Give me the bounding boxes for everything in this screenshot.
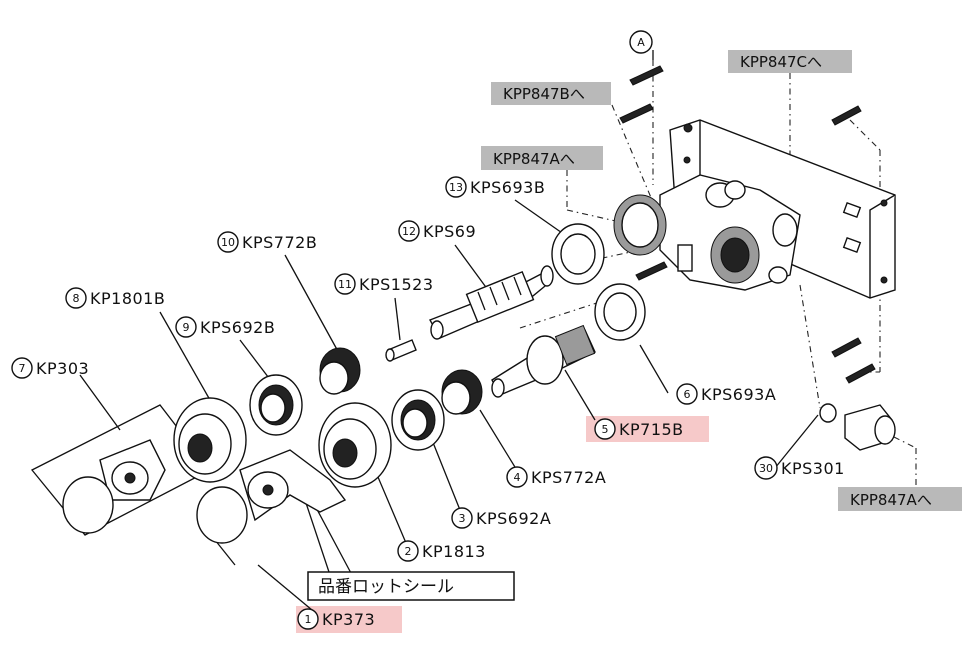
seal-label: 品番ロットシール (318, 577, 454, 597)
handle-kp303 (62, 439, 166, 534)
cartridge-kps69 (428, 265, 554, 340)
handle-kp373 (196, 449, 347, 544)
nut-kps692b (249, 374, 303, 436)
adapter-kps772a (441, 369, 483, 415)
ref-kpp847b: KPP847Bへ (503, 85, 585, 103)
num-30: 30 (759, 462, 773, 475)
label-kps301: KPS301 (781, 459, 845, 478)
nut-kps693b (551, 223, 605, 285)
label-kps693a: KPS693A (701, 385, 776, 404)
nut-kps692a (391, 389, 445, 451)
num-8: 8 (73, 292, 80, 305)
num-2: 2 (405, 545, 412, 558)
pin-kps1523 (385, 339, 417, 362)
label-kp715b: KP715B (619, 420, 684, 439)
label-kps772b: KPS772B (242, 233, 317, 252)
label-kp373: KP373 (322, 610, 375, 629)
label-kp1801b: KP1801B (90, 289, 165, 308)
num-6: 6 (684, 388, 691, 401)
label-kps692b: KPS692B (200, 318, 275, 337)
label-kp303: KP303 (36, 359, 89, 378)
num-7: 7 (19, 362, 26, 375)
escutcheon-kp1813 (318, 402, 392, 488)
ref-box-kpp847c (728, 50, 852, 73)
num-11: 11 (338, 278, 352, 291)
label-kps772a: KPS772A (531, 468, 606, 487)
valve-body (613, 174, 801, 291)
num-9: 9 (183, 321, 190, 334)
ref-kpp847a-bottom: KPP847Aへ (850, 491, 932, 509)
num-5: 5 (602, 423, 609, 436)
connector-kps301 (819, 403, 896, 451)
num-12: 12 (402, 225, 416, 238)
ref-kpp847c: KPP847Cへ (740, 53, 822, 71)
num-3: 3 (459, 512, 466, 525)
escutcheon-kp1801b (173, 397, 247, 483)
label-kps692a: KPS692A (476, 509, 551, 528)
label-kps69: KPS69 (423, 222, 476, 241)
seal-label-box (307, 571, 515, 601)
num-10: 10 (221, 236, 235, 249)
num-13: 13 (449, 181, 463, 194)
ref-box-kpp847b (491, 82, 611, 105)
ref-box-kpp847a-bottom (838, 487, 962, 511)
label-kps693b: KPS693B (470, 178, 545, 197)
ref-a-label: A (637, 36, 645, 49)
cartridge-kp715b (491, 324, 596, 398)
nut-kps693a (594, 283, 646, 341)
label-kp1813: KP1813 (422, 542, 486, 561)
part-number-circles (11, 30, 778, 630)
num-4: 4 (514, 471, 521, 484)
ref-box-kpp847a-top (481, 146, 603, 170)
screws (619, 65, 876, 384)
label-kps1523: KPS1523 (359, 275, 434, 294)
adapter-kps772b (319, 347, 361, 395)
num-1: 1 (305, 613, 312, 626)
ref-kpp847a-top: KPP847Aへ (493, 150, 575, 168)
